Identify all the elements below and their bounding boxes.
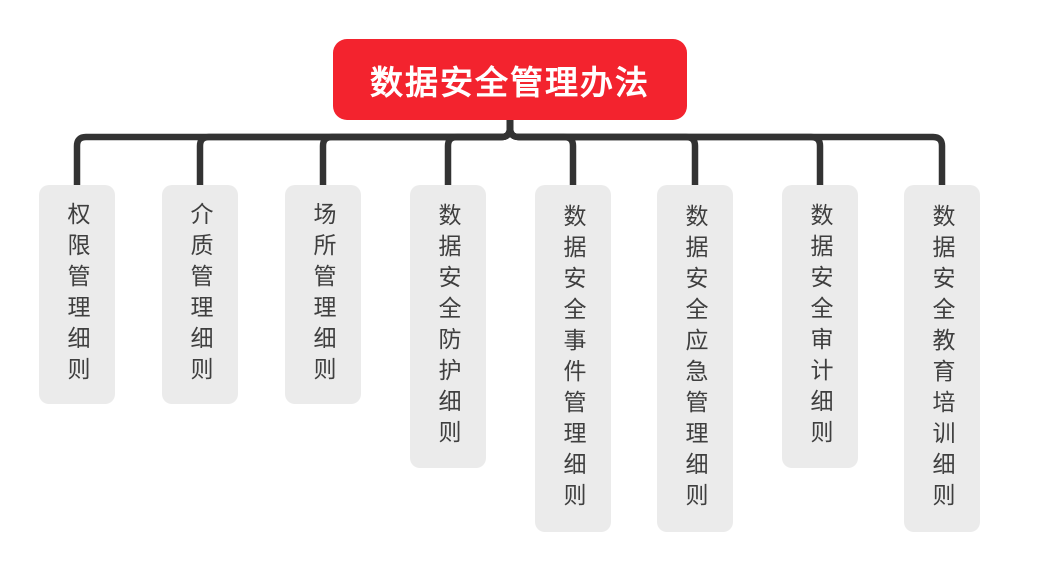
connector-edge (319, 114, 514, 192)
connector-edge (506, 114, 946, 192)
child-node-label: 场所管理细则 (310, 201, 336, 388)
child-node[interactable]: 权限管理细则 (39, 185, 115, 404)
child-node-label: 权限管理细则 (64, 201, 90, 388)
child-node[interactable]: 场所管理细则 (285, 185, 361, 404)
child-node-label: 数据安全事件管理细则 (560, 203, 586, 514)
child-node-label: 介质管理细则 (187, 201, 213, 388)
child-node[interactable]: 数据安全教育培训细则 (904, 185, 980, 532)
connector-edge (196, 114, 514, 192)
child-node-label: 数据安全应急管理细则 (682, 203, 708, 514)
child-node[interactable]: 数据安全应急管理细则 (657, 185, 733, 532)
child-node[interactable]: 数据安全防护细则 (410, 185, 486, 468)
child-node[interactable]: 介质管理细则 (162, 185, 238, 404)
root-node[interactable]: 数据安全管理办法 (333, 39, 687, 120)
root-node-label: 数据安全管理办法 (370, 63, 650, 101)
connector-edge (444, 114, 514, 192)
child-node[interactable]: 数据安全事件管理细则 (535, 185, 611, 532)
child-node[interactable]: 数据安全审计细则 (782, 185, 858, 468)
connector-edge (506, 114, 824, 192)
child-node-label: 数据安全审计细则 (807, 202, 833, 451)
child-node-label: 数据安全教育培训细则 (929, 203, 955, 514)
connector-edge (506, 114, 577, 192)
connector-edge (506, 114, 699, 192)
child-node-label: 数据安全防护细则 (435, 202, 461, 451)
